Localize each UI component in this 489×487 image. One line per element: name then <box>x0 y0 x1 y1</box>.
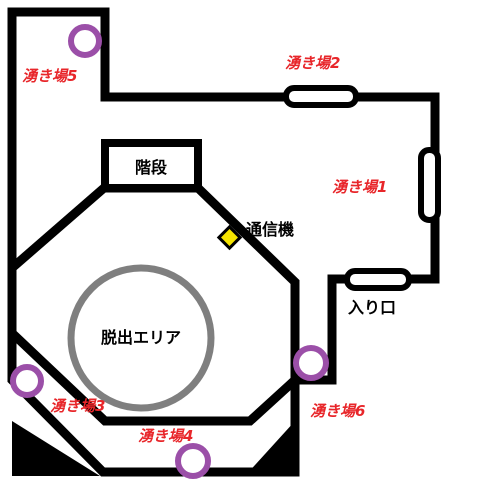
spawn-1-capsule <box>418 147 441 223</box>
spawn-2-capsule <box>283 85 359 108</box>
entrance-capsule <box>344 268 412 291</box>
escape-area-circle <box>67 264 215 412</box>
stairs-box <box>101 139 202 192</box>
entrance-label: 入り口 <box>348 298 396 317</box>
comm-device-label: 通信機 <box>246 220 294 239</box>
spawn-6-label: 湧き場6 <box>310 402 365 420</box>
spawn-4-label: 湧き場4 <box>138 427 193 445</box>
stairs-label: 階段 <box>135 158 168 177</box>
spawn-6-marker <box>293 345 329 381</box>
spawn-3-marker <box>10 364 44 398</box>
spawn-2-label: 湧き場2 <box>285 54 340 72</box>
spawn-3-label: 湧き場3 <box>50 397 105 415</box>
spawn-5-marker <box>68 24 102 58</box>
comm-device-icon <box>216 224 243 251</box>
spawn-4-marker <box>175 443 211 479</box>
spawn-1-label: 湧き場1 <box>332 178 387 196</box>
corner-fill-right <box>245 421 295 476</box>
inner-room-wall <box>7 183 300 426</box>
corner-fill-left <box>12 421 100 476</box>
spawn-5-label: 湧き場5 <box>22 67 77 85</box>
escape-area-label: 脱出エリア <box>101 328 181 347</box>
